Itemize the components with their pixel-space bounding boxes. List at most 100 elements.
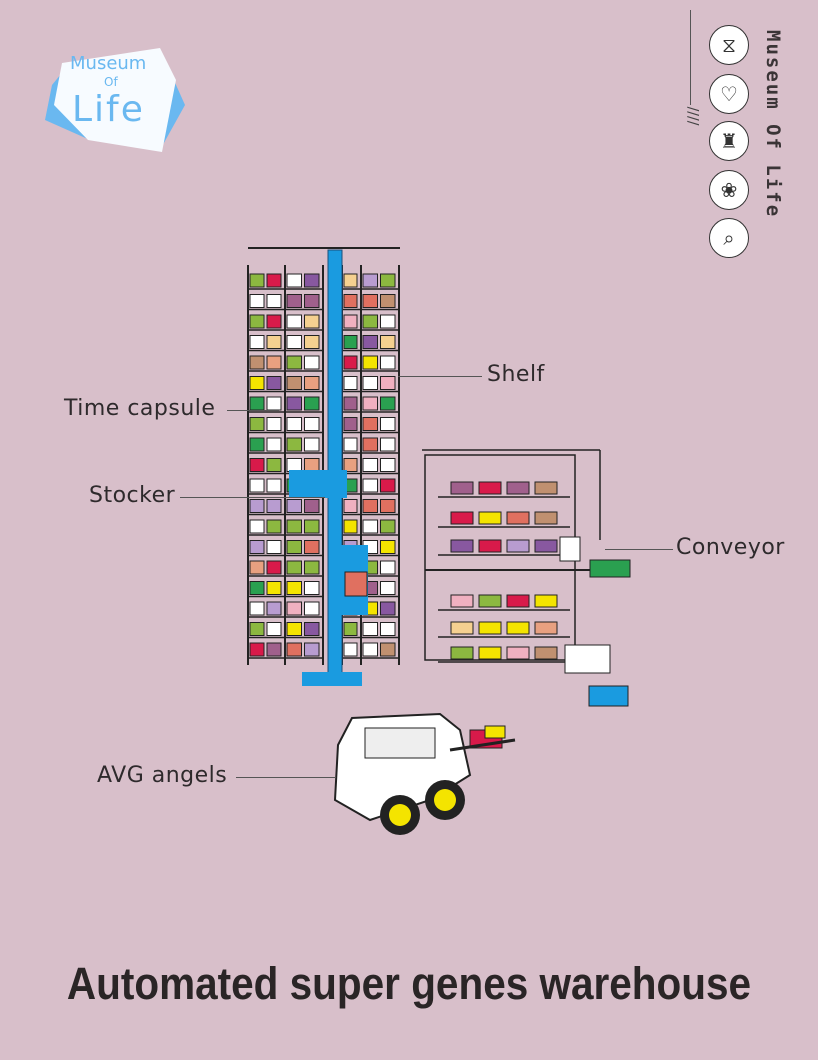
capsule-box (450, 594, 474, 608)
time-capsule-box (286, 540, 302, 554)
time-capsule-box (343, 396, 358, 411)
time-capsule-box (266, 396, 282, 411)
time-capsule-box (266, 417, 282, 431)
time-capsule-box (266, 273, 282, 288)
capsule-box (450, 621, 474, 635)
capsule-box (534, 621, 558, 635)
dna-icon: ⧖ (709, 25, 749, 65)
time-capsule-box (266, 437, 282, 452)
capsule-box (450, 646, 474, 660)
time-capsule-box (362, 355, 378, 370)
time-capsule-box (380, 642, 396, 657)
time-capsule-box (380, 519, 396, 534)
capsule-box (506, 511, 530, 525)
time-capsule-box (343, 499, 358, 513)
time-capsule-box (249, 335, 265, 349)
conveyor-box-blue (588, 685, 629, 707)
time-capsule-box (380, 355, 396, 370)
time-capsule-box (304, 396, 320, 411)
time-capsule-box (286, 376, 302, 390)
poster-title: Automated super genes warehouse (66, 958, 752, 1009)
time-capsule-box (304, 540, 320, 554)
brain-icon: ❀ (709, 170, 749, 210)
time-capsule-box (266, 458, 282, 472)
capsule-box (478, 539, 502, 553)
label-shelf: Shelf (487, 362, 545, 387)
time-capsule-box (380, 335, 396, 349)
time-capsule-box (249, 499, 265, 513)
time-capsule-box (304, 601, 320, 616)
time-capsule-box (249, 437, 265, 452)
leader-shelf (398, 376, 482, 377)
time-capsule-box (380, 478, 396, 493)
time-capsule-box (266, 294, 282, 308)
side-divider (690, 10, 691, 105)
time-capsule-box (304, 273, 320, 288)
time-capsule-box (304, 581, 320, 595)
time-capsule-box (304, 437, 320, 452)
time-capsule-box (362, 396, 378, 411)
time-capsule-box (304, 622, 320, 636)
logo-text-museum: Museum (70, 53, 147, 74)
capsule-box (450, 539, 474, 553)
time-capsule-box (286, 499, 302, 513)
time-capsule-box (343, 335, 358, 349)
time-capsule-box (249, 355, 265, 370)
capsule-box (506, 594, 530, 608)
time-capsule-box (343, 519, 358, 534)
time-capsule-box (380, 499, 396, 513)
logo-text-of: Of (104, 75, 118, 89)
time-capsule-box (380, 273, 396, 288)
time-capsule-box (266, 478, 282, 493)
time-capsule-box (343, 417, 358, 431)
time-capsule-box (266, 314, 282, 329)
conveyor-gate (559, 536, 581, 562)
heart-icon: ♡ (709, 74, 749, 114)
time-capsule-box (266, 499, 282, 513)
time-capsule-box (380, 437, 396, 452)
time-capsule-box (343, 314, 358, 329)
capsule-box (534, 539, 558, 553)
stocker-mast (327, 249, 343, 681)
museum-logo: Museum Of Life (40, 45, 185, 153)
time-capsule-box (362, 314, 378, 329)
time-capsule-box (380, 581, 396, 595)
conveyor-chute (564, 644, 611, 674)
time-capsule-box (266, 560, 282, 575)
time-capsule-box (362, 622, 378, 636)
time-capsule-box (380, 376, 396, 390)
capsule-box (506, 481, 530, 495)
time-capsule-box (286, 294, 302, 308)
time-capsule-box (286, 417, 302, 431)
capsule-box (478, 621, 502, 635)
leader-time-capsule (227, 410, 279, 411)
time-capsule-box (380, 314, 396, 329)
time-capsule-box (249, 540, 265, 554)
time-capsule-box (249, 458, 265, 472)
agv-fork (449, 738, 516, 752)
time-capsule-box (380, 622, 396, 636)
stocker-carriage (289, 470, 347, 498)
carried-capsule (344, 571, 368, 597)
time-capsule-box (304, 376, 320, 390)
time-capsule-box (362, 273, 378, 288)
time-capsule-box (304, 642, 320, 657)
time-capsule-box (362, 376, 378, 390)
time-capsule-box (286, 437, 302, 452)
time-capsule-box (286, 642, 302, 657)
time-capsule-box (266, 355, 282, 370)
time-capsule-box (304, 458, 320, 472)
time-capsule-box (286, 355, 302, 370)
time-capsule-box (249, 560, 265, 575)
time-capsule-box (286, 519, 302, 534)
time-capsule-box (362, 458, 378, 472)
time-capsule-box (266, 581, 282, 595)
time-capsule-box (343, 622, 358, 636)
time-capsule-box (266, 519, 282, 534)
time-capsule-box (266, 622, 282, 636)
time-capsule-box (380, 560, 396, 575)
conveyor-box-green (589, 559, 631, 578)
time-capsule-box (304, 294, 320, 308)
capsule-box (506, 646, 530, 660)
